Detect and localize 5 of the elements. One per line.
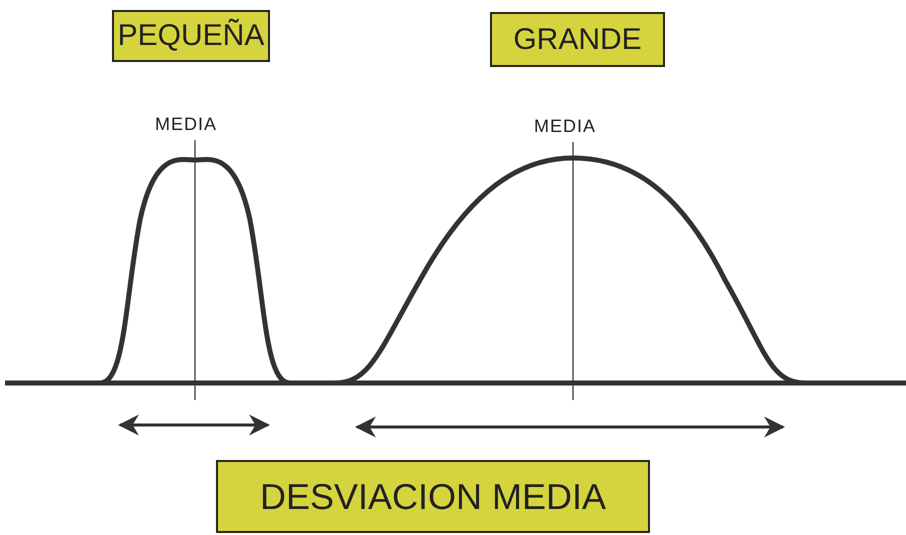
mean-label: MEDIA: [155, 114, 218, 135]
category-box: GRANDE: [490, 12, 665, 67]
title-box: DESVIACION MEDIA: [216, 460, 650, 533]
mean-label: MEDIA: [534, 116, 596, 137]
category-box: PEQUEÑA: [112, 10, 270, 62]
